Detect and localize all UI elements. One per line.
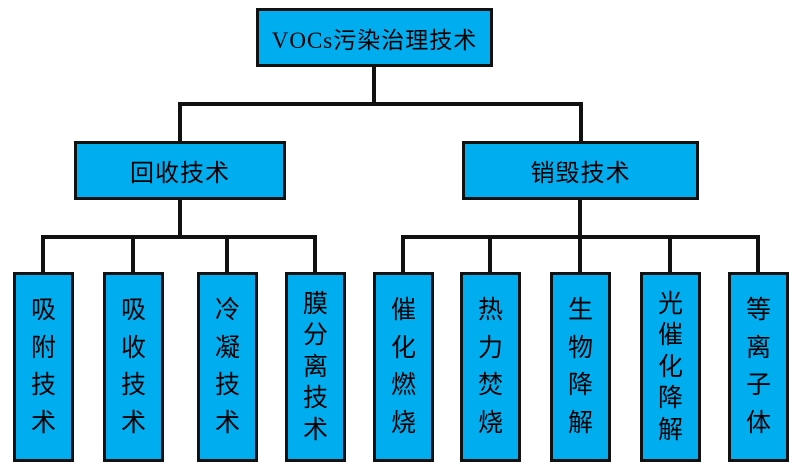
connector-drop-catalytic-combustion <box>401 235 405 272</box>
connector-level1-drop-right <box>579 102 583 141</box>
leaf-catalytic-combustion: 催化燃烧 <box>373 272 434 462</box>
leaf-plasma: 等离子体 <box>728 272 789 462</box>
node-root-vocs-treatment: VOCs污染治理技术 <box>256 8 493 67</box>
node-destruction-tech: 销毁技术 <box>462 141 699 200</box>
leaf-thermal-incineration: 热力焚烧 <box>460 272 521 462</box>
connector-drop-thermal-incineration <box>488 235 492 272</box>
connector-root-stem <box>372 67 376 106</box>
connector-drop-absorption <box>131 235 135 272</box>
leaf-absorption: 吸收技术 <box>103 272 164 462</box>
leaf-biodegradation: 生物降解 <box>550 272 611 462</box>
leaf-condensation: 冷凝技术 <box>197 272 258 462</box>
connector-level1-drop-left <box>178 102 182 141</box>
connector-recovery-stem <box>178 200 182 239</box>
connector-recovery-horizontal <box>41 235 317 239</box>
connector-drop-adsorption <box>41 235 45 272</box>
connector-drop-condensation <box>225 235 229 272</box>
connector-drop-photocatalytic <box>668 235 672 272</box>
leaf-membrane-separation: 膜分离技术 <box>285 272 346 462</box>
connector-destruction-stem <box>578 200 582 239</box>
node-recovery-tech: 回收技术 <box>74 141 286 200</box>
connector-level1-horizontal <box>178 102 583 106</box>
connector-drop-plasma <box>756 235 760 272</box>
leaf-photocatalytic-degradation: 光催化降解 <box>640 272 701 462</box>
connector-drop-membrane-separation <box>313 235 317 272</box>
connector-drop-biodegradation <box>578 235 582 272</box>
leaf-adsorption: 吸附技术 <box>13 272 74 462</box>
